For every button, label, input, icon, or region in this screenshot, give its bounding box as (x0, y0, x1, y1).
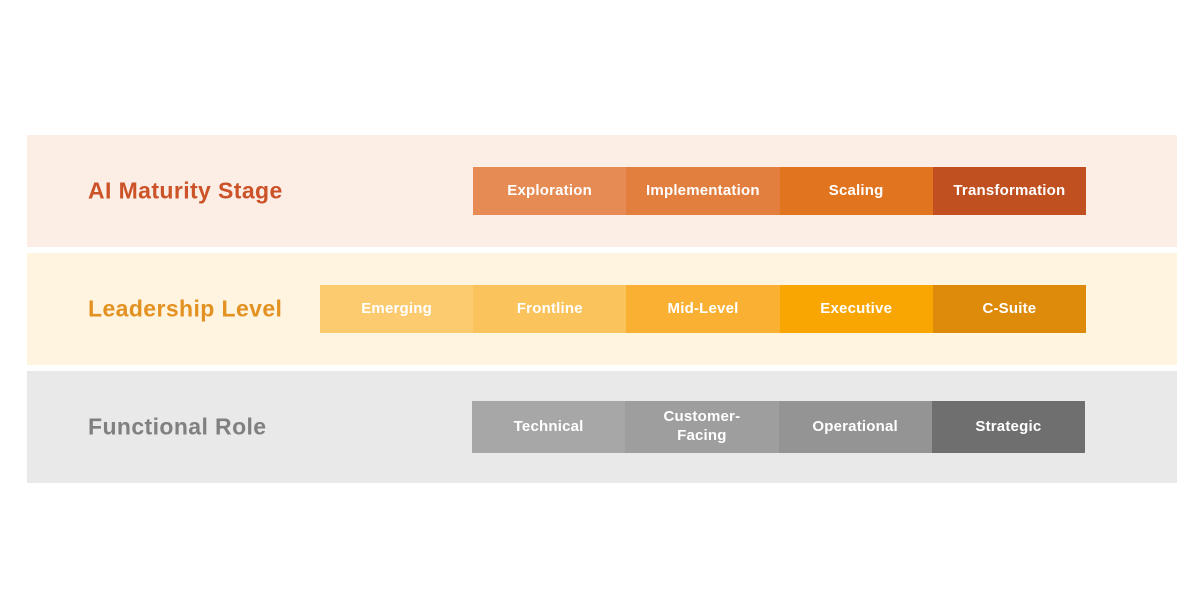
band-ai-maturity-stage: AI Maturity Stage Exploration Implementa… (27, 135, 1177, 247)
segment-implementation: Implementation (626, 167, 780, 215)
segment-technical: Technical (472, 401, 626, 453)
maturity-stage-bar: Exploration Implementation Scaling Trans… (473, 167, 1086, 215)
segment-scaling: Scaling (779, 167, 933, 215)
segment-label-technical: Technical (513, 417, 584, 435)
segment-label-emerging: Emerging (361, 299, 432, 317)
segment-transformation: Transformation (932, 167, 1086, 215)
segment-exploration: Exploration (473, 167, 627, 215)
band-label-ai-maturity-stage: AI Maturity Stage (88, 177, 283, 204)
segment-label-implementation: Implementation (646, 181, 760, 199)
segment-label-exploration: Exploration (507, 181, 592, 199)
segment-frontline: Frontline (473, 285, 627, 333)
segment-label-transformation: Transformation (953, 181, 1066, 199)
segment-label-c-suite: C-Suite (982, 299, 1037, 317)
segment-emerging: Emerging (320, 285, 474, 333)
segment-operational: Operational (778, 401, 932, 453)
band-label-functional-role: Functional Role (88, 413, 267, 440)
segment-label-mid-level: Mid-Level (667, 299, 739, 317)
segment-mid-level: Mid-Level (626, 285, 780, 333)
segment-label-scaling: Scaling (828, 181, 884, 199)
segment-label-operational: Operational (812, 417, 898, 435)
segment-label-customer-facing: Customer- Facing (663, 408, 741, 444)
band-leadership-level: Leadership Level Emerging Frontline Mid-… (27, 253, 1177, 365)
band-label-leadership-level: Leadership Level (88, 295, 283, 322)
segment-label-strategic: Strategic (975, 417, 1042, 435)
segment-executive: Executive (779, 285, 933, 333)
functional-role-bar: Technical Customer- Facing Operational S… (472, 401, 1085, 453)
segment-label-frontline: Frontline (516, 299, 583, 317)
segment-customer-facing: Customer- Facing (625, 401, 779, 453)
segment-c-suite: C-Suite (932, 285, 1087, 333)
segment-strategic: Strategic (931, 401, 1085, 453)
leadership-level-bar: Emerging Frontline Mid-Level Executive C… (320, 285, 1087, 333)
segment-label-executive: Executive (820, 299, 893, 317)
band-functional-role: Functional Role Technical Customer- Faci… (27, 371, 1177, 483)
